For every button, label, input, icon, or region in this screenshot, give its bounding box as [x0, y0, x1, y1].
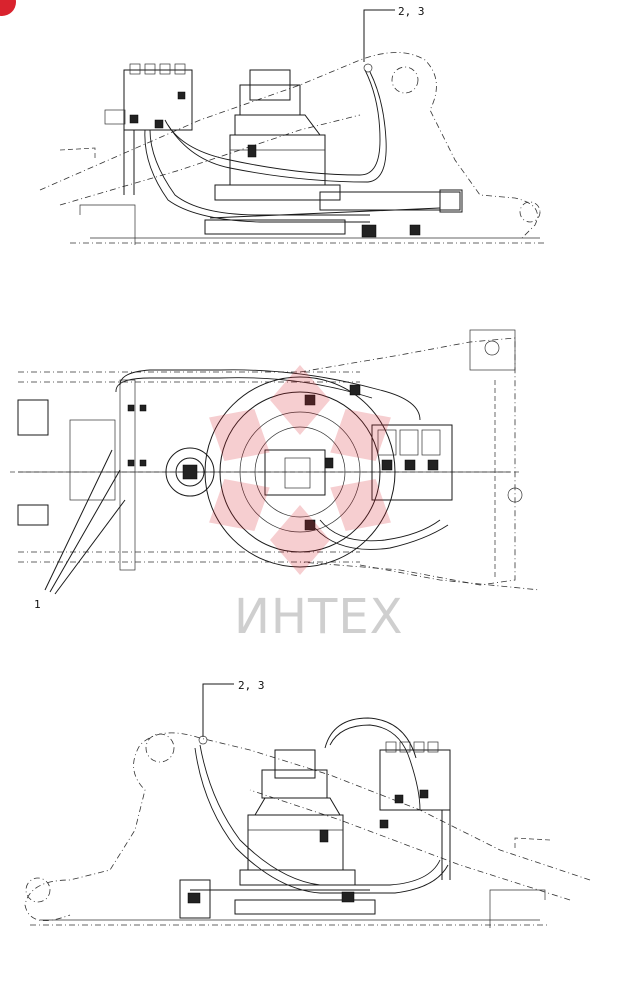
watermark-text: ИНТЕХ: [234, 589, 404, 645]
corner-marker: [0, 0, 16, 16]
callout-label-bottom: 2, 3: [238, 679, 265, 692]
watermark-logo: [209, 365, 391, 575]
top-view: 1: [10, 329, 541, 611]
callout-label-top: 2, 3: [398, 5, 425, 18]
side-view-right: 2, 3: [24, 679, 591, 928]
callout-label-mid: 1: [34, 598, 41, 611]
side-view-left: 2, 3: [39, 5, 545, 245]
